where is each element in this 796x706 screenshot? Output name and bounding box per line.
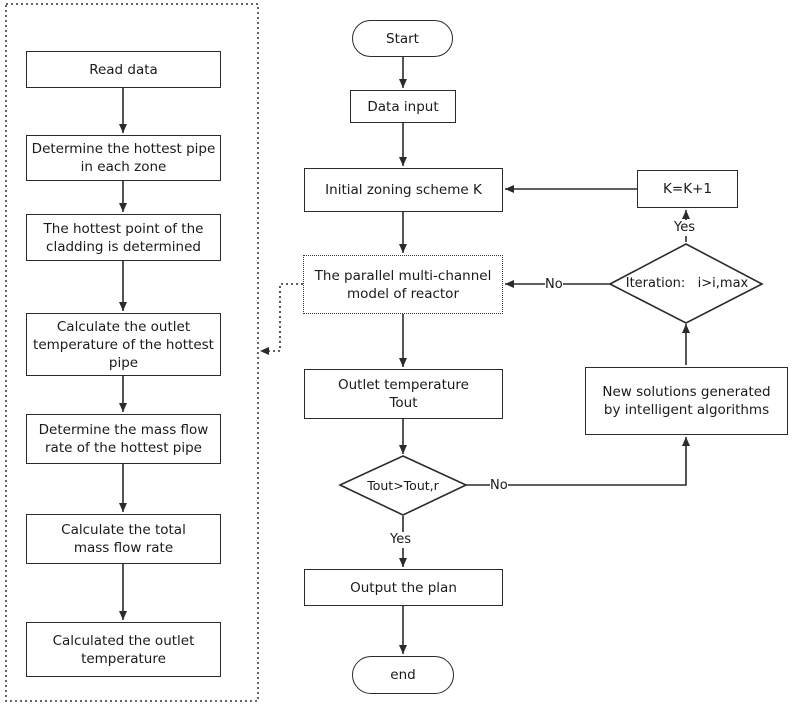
edge-label-yes-tout: Yes [390, 532, 411, 548]
calculated-outlet-line2: temperature [81, 650, 166, 667]
output-plan-box: Output the plan [304, 569, 503, 606]
outlet-temp-line2: temperature of the hottest [33, 336, 214, 353]
outlet-temperature-line1: Outlet temperature [338, 377, 469, 393]
new-solutions-line2: by intelligent algorithms [603, 402, 770, 418]
main-flow-arrows [260, 56, 690, 654]
left-subprocess-container [5, 3, 259, 702]
edge-label-no-iteration: No [545, 277, 563, 293]
start-label: Start [386, 30, 419, 47]
outlet-temp-line1: Calculate the outlet [56, 318, 191, 335]
tout-decision-label: Tout>Tout,r [367, 477, 439, 493]
data-input-box: Data input [350, 90, 456, 123]
total-mass-flow-line1: Calculate the total [61, 522, 186, 538]
data-input-label: Data input [367, 98, 439, 115]
new-solutions-box: New solutions generated by intelligent a… [585, 367, 788, 435]
arrow-model-to-left-container [260, 283, 303, 355]
total-mass-flow-line2: mass flow rate [73, 540, 174, 556]
hottest-point-line1: The hottest point of the [43, 220, 204, 237]
start-terminal: Start [352, 20, 453, 57]
read-data-box: Read data [26, 51, 221, 88]
edge-label-yes-iteration: Yes [674, 220, 695, 236]
output-plan-label: Output the plan [350, 579, 457, 596]
read-data-label: Read data [89, 61, 158, 78]
calculated-outlet-temp-box: Calculated the outlet temperature [26, 622, 221, 677]
determine-hottest-pipe-line1: Determine the hottest pipe [31, 141, 216, 157]
hottest-point-box: The hottest point of the cladding is det… [26, 214, 221, 261]
mass-flow-line1: Determine the mass flow [38, 422, 209, 438]
tout-decision-text: Tout>Tout,r [345, 475, 461, 496]
tout-decision-diamond [338, 455, 468, 516]
outlet-temperature-line2: Tout [389, 395, 418, 411]
mass-flow-line2: rate of the hottest pipe [45, 440, 202, 456]
new-solutions-line1: New solutions generated [602, 384, 771, 400]
end-terminal: end [352, 656, 454, 694]
iteration-decision-label: Iteration: i>i,max [625, 276, 749, 291]
outlet-temperature-box: Outlet temperature Tout [304, 369, 503, 419]
reactor-model-line2: model of reactor [347, 285, 459, 302]
total-mass-flow-box: Calculate the total mass flow rate [26, 514, 221, 564]
outlet-temp-hottest-pipe-box: Calculate the outlet temperature of the … [26, 313, 221, 376]
reactor-model-box: The parallel multi-channel model of reac… [303, 255, 503, 314]
increment-k-label: K=K+1 [663, 181, 712, 197]
initial-zoning-label: Initial zoning scheme K [325, 182, 482, 198]
edge-label-no-tout: No [490, 478, 508, 494]
reactor-model-line1: The parallel multi-channel [314, 267, 492, 284]
determine-hottest-pipe-line2: in each zone [80, 159, 167, 175]
arrow-decision-no-to-new-solutions [466, 437, 690, 486]
hottest-point-line2: cladding is determined [46, 238, 201, 255]
mass-flow-hottest-pipe-box: Determine the mass flow rate of the hott… [26, 414, 221, 464]
outlet-temp-line3: pipe [108, 354, 139, 371]
increment-k-box: K=K+1 [637, 170, 738, 208]
initial-zoning-box: Initial zoning scheme K [304, 168, 503, 212]
determine-hottest-pipe-box: Determine the hottest pipe in each zone [26, 135, 221, 181]
calculated-outlet-line1: Calculated the outlet [52, 632, 195, 649]
iteration-decision-diamond [608, 243, 764, 324]
end-label: end [390, 667, 416, 683]
iteration-decision-text: Iteration: i>i,max [616, 273, 758, 295]
